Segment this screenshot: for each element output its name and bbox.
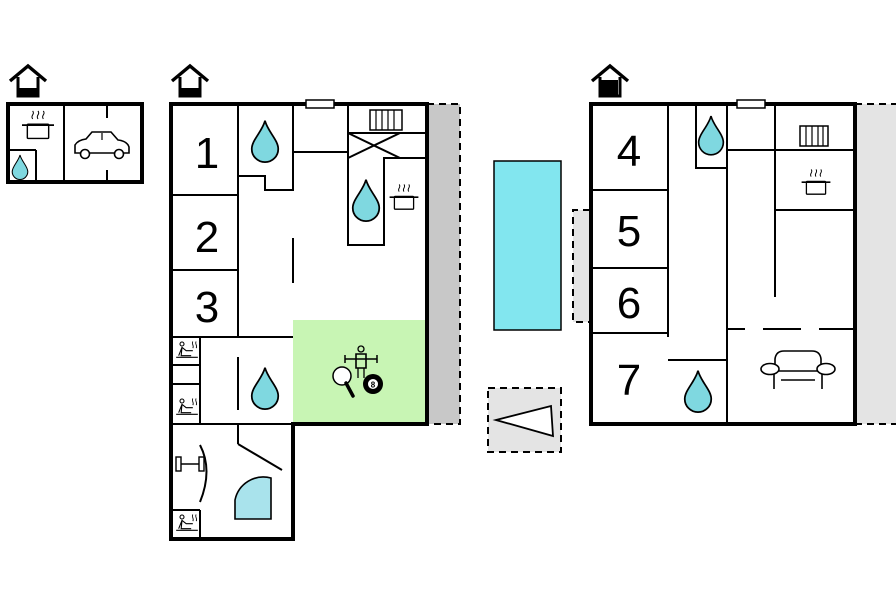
ground-floor-plan: 1 2 3 — [169, 64, 461, 541]
sauna-icon — [175, 513, 199, 531]
bedroom-3-label: 3 — [195, 283, 219, 332]
bedroom-1-label: 1 — [195, 129, 219, 178]
sofa-icon — [760, 350, 836, 389]
water-drop-icon — [683, 369, 713, 414]
bedroom-5-label: 5 — [617, 207, 641, 256]
shower-icon — [234, 476, 272, 520]
outbuilding-plan — [6, 64, 144, 184]
floor-indicator — [600, 80, 618, 96]
radiator-icon — [799, 125, 829, 147]
terrace — [427, 104, 460, 424]
cooking-pot-icon — [21, 110, 55, 140]
car-icon — [74, 131, 130, 160]
water-drop-icon — [250, 366, 280, 411]
radiator-icon — [369, 109, 403, 131]
upper-floor-plan: 4 5 6 7 — [572, 64, 896, 426]
ping-pong-icon — [332, 366, 355, 398]
bedroom-6-label: 6 — [617, 279, 641, 328]
bedroom-2-label: 2 — [195, 213, 219, 262]
billiard-ball-icon: 8 — [363, 374, 383, 394]
window — [305, 99, 335, 109]
cooking-pot-icon — [388, 183, 420, 211]
floor-indicator — [19, 88, 37, 96]
billiard-ball-label: 8 — [371, 381, 376, 390]
compass-box — [487, 387, 562, 453]
water-drop-icon — [351, 178, 381, 223]
outbuilding-walls — [6, 102, 144, 184]
dumbbell-icon — [175, 456, 205, 472]
game-room — [293, 320, 426, 424]
upper-floor-walls — [589, 102, 857, 426]
compass-arrow-icon — [492, 404, 554, 438]
bedroom-7-label: 7 — [617, 356, 641, 405]
window — [736, 99, 766, 109]
water-drop-icon — [250, 119, 280, 164]
sauna-icon — [175, 340, 199, 358]
table-football-icon — [344, 345, 378, 378]
floor-indicator — [181, 88, 199, 96]
water-drop-icon — [11, 154, 29, 180]
pool — [493, 160, 562, 331]
water-drop-icon — [697, 115, 725, 156]
cooking-pot-icon — [800, 168, 832, 196]
sauna-icon — [175, 397, 199, 415]
bedroom-4-label: 4 — [617, 127, 641, 176]
